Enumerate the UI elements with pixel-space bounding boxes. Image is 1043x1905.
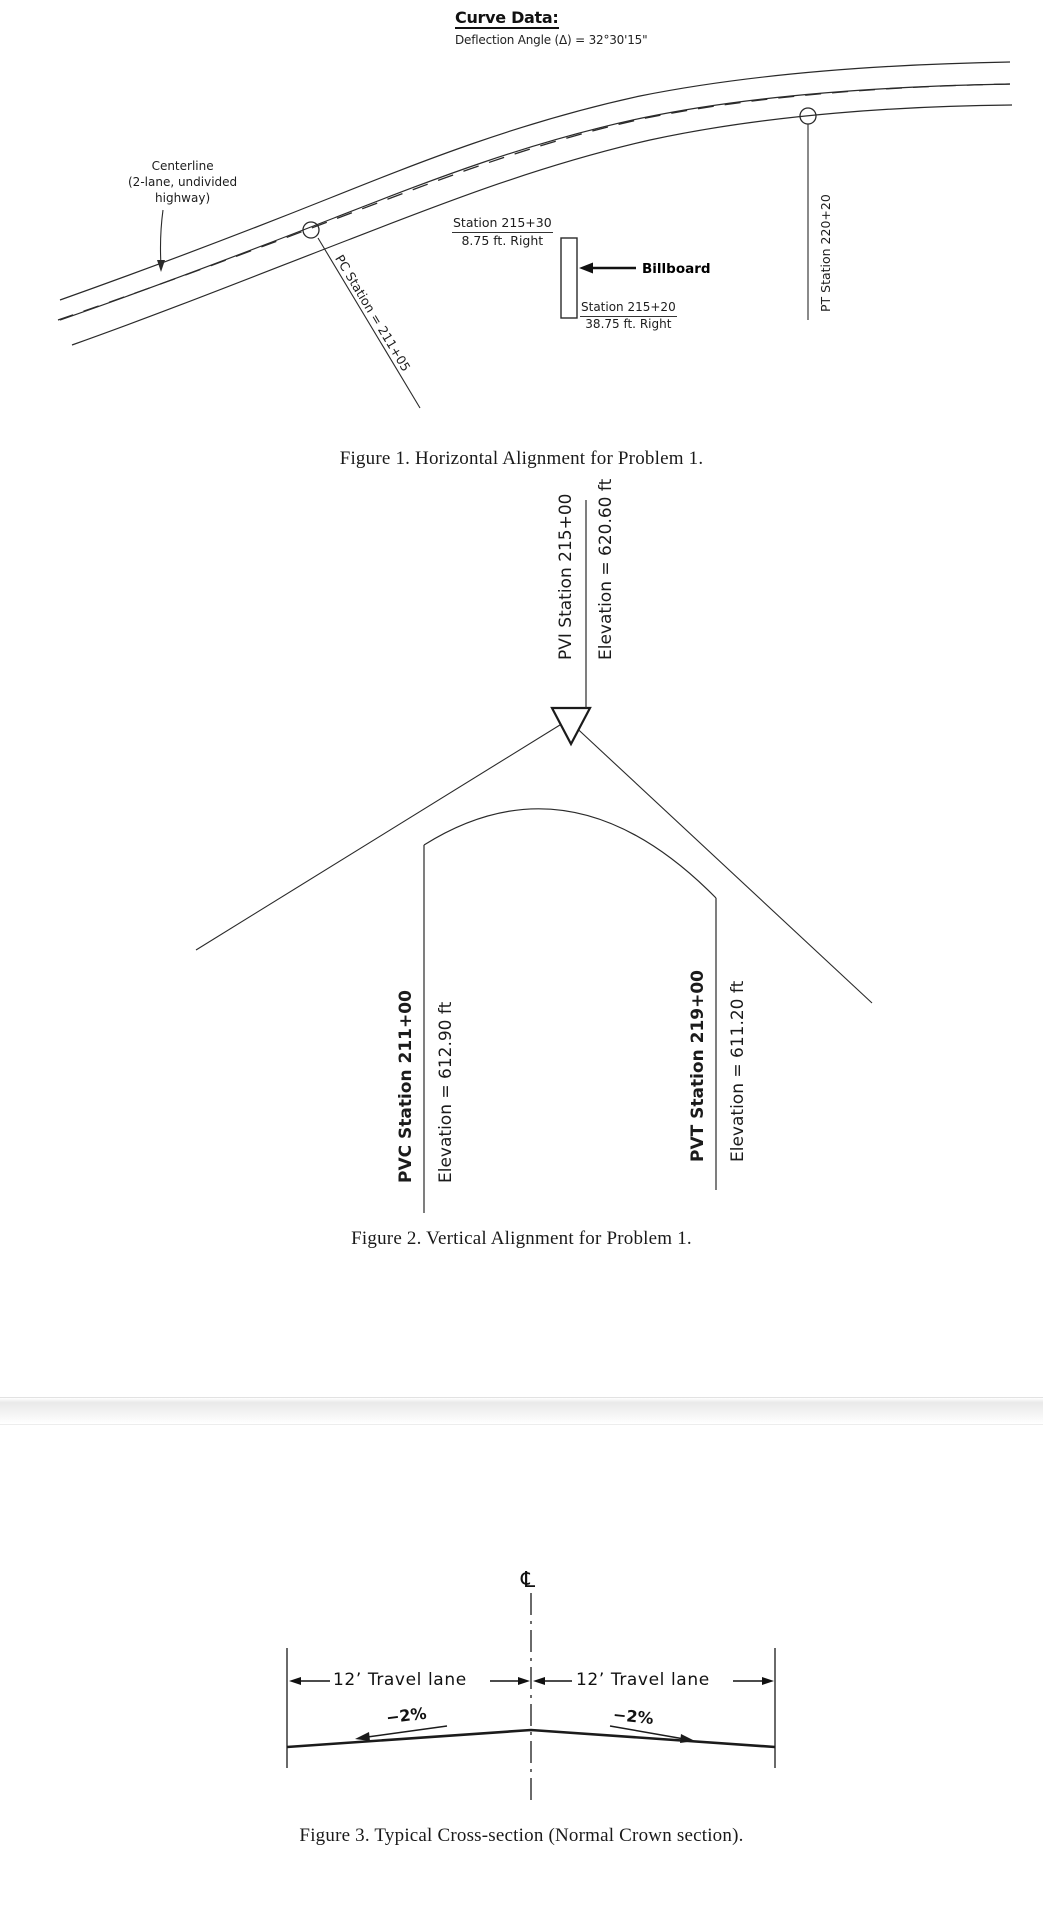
left-dim-arrowhead-inner [518, 1677, 530, 1685]
deflection-angle-value: Deflection Angle (Δ) = 32°30'15" [455, 33, 648, 47]
right-dim-arrowhead-outer [762, 1677, 774, 1685]
right-dim-arrowhead-inner [533, 1677, 545, 1685]
left-lane-dimension-label: 12’ Travel lane [333, 1670, 467, 1690]
billboard-bottom-station-callout: Station 215+20 38.75 ft. Right [580, 300, 677, 332]
figure-3-drawing [286, 1593, 776, 1800]
figure-1-horizontal-alignment: Curve Data: Deflection Angle (Δ) = 32°30… [0, 0, 1043, 469]
centerline-note-arrowhead [157, 260, 165, 272]
figure-3-caption: Figure 3. Typical Cross-section (Normal … [299, 1825, 744, 1846]
right-slope-leader [609, 1725, 691, 1741]
centerline-note-line-3: highway) [155, 191, 211, 206]
left-slope-arrowhead [355, 1732, 370, 1741]
centerline-symbol: ℄ [521, 1568, 536, 1593]
figure-2-drawing [195, 500, 873, 1213]
pvc-elevation-label: Elevation = 612.90 ft [436, 1001, 456, 1183]
curve-data-title: Curve Data: [455, 8, 559, 29]
billboard-rect [560, 237, 578, 319]
page-break-separator [0, 1397, 1043, 1425]
road-edge-north [59, 61, 1011, 301]
figure-3-typical-cross-section: ℄ 12’ Travel lane 12’ Travel lane −2% −2… [0, 1560, 1043, 1860]
left-dim-arrowhead-outer [289, 1677, 301, 1685]
billboard-top-offset: 8.75 ft. Right [461, 232, 544, 248]
road-edge-south [71, 104, 1013, 346]
figure-1-drawing [57, 61, 1013, 409]
billboard-top-station: Station 215+30 [452, 215, 553, 233]
forward-tangent-line [567, 719, 873, 1004]
pvc-station-label: PVC Station 211+00 [396, 990, 416, 1183]
left-slope-leader [359, 1725, 448, 1739]
right-slope-label: −2% [612, 1704, 655, 1729]
centerline-note: Centerline (2-lane, undivided highway) [128, 158, 237, 207]
pc-point-marker [302, 221, 320, 239]
centerline-note-line-2: (2-lane, undivided [128, 175, 238, 190]
centerline-note-line-1: Centerline [151, 159, 214, 173]
billboard-top-station-callout: Station 215+30 8.75 ft. Right [452, 215, 553, 248]
figure-1-caption: Figure 1. Horizontal Alignment for Probl… [339, 448, 704, 469]
centerline-dashed [57, 83, 1013, 321]
pvt-station-label: PVT Station 219+00 [688, 969, 708, 1162]
pc-leader-line [317, 237, 421, 409]
billboard-bottom-offset: 38.75 ft. Right [585, 317, 672, 331]
pvi-station-label: PVI Station 215+00 [556, 493, 576, 660]
pvt-elevation-label: Elevation = 611.20 ft [728, 980, 748, 1162]
billboard-bottom-station: Station 215+20 [580, 300, 677, 317]
right-slope-arrowhead [680, 1734, 695, 1743]
figure-2-vertical-alignment: PVI Station 215+00 Elevation = 620.60 ft… [0, 479, 1043, 1250]
pvi-triangle-marker [550, 706, 592, 747]
billboard-arrowhead [579, 262, 593, 274]
back-tangent-line [195, 719, 569, 951]
pavement-surface [286, 1728, 776, 1749]
centerline-note-arrow [159, 209, 164, 267]
vertical-curve [423, 808, 717, 899]
right-lane-dimension-label: 12’ Travel lane [576, 1670, 710, 1690]
pvi-elevation-label: Elevation = 620.60 ft [596, 478, 616, 660]
figure-2-caption: Figure 2. Vertical Alignment for Problem… [351, 1228, 692, 1249]
pt-station-label: PT Station 220+20 [818, 194, 833, 312]
billboard-label: Billboard [642, 261, 711, 277]
